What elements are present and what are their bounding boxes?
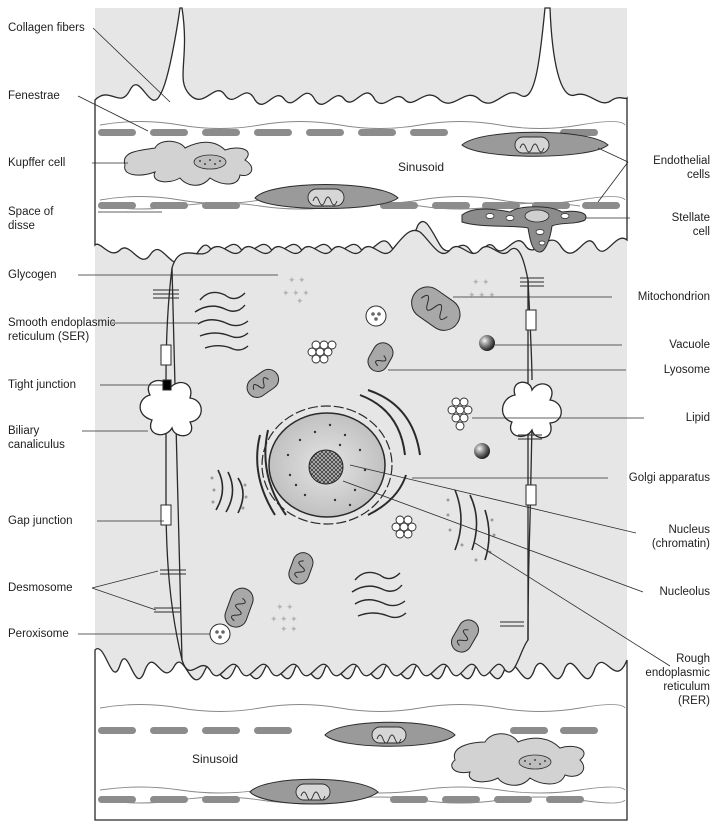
label-nucleus: Nucleus (chromatin) [652, 523, 710, 551]
svg-text:✦ ✦ ✦: ✦ ✦ ✦ [468, 290, 496, 300]
label-ser: Smooth endoplasmic reticulum (SER) [8, 316, 115, 344]
svg-text:✦: ✦ [296, 296, 304, 306]
label-rer-line3: reticulum [645, 680, 710, 694]
label-vacuole: Vacuole [669, 338, 710, 352]
label-lyosome: Lyosome [664, 363, 710, 377]
label-gap-junction: Gap junction [8, 514, 73, 528]
label-lipid: Lipid [686, 411, 710, 425]
svg-text:✦ ✦: ✦ ✦ [288, 275, 306, 285]
label-biliary-canaliculus-line1: Biliary [8, 424, 65, 438]
label-nucleus-line2: (chromatin) [652, 537, 710, 551]
label-ser-line2: reticulum (SER) [8, 330, 115, 344]
nucleolus [309, 450, 343, 484]
label-kupffer-cell: Kupffer cell [8, 156, 65, 170]
svg-text:✦ ✦ ✦: ✦ ✦ ✦ [270, 614, 298, 624]
label-glycogen: Glycogen [8, 268, 57, 282]
label-nucleus-line1: Nucleus [652, 523, 710, 537]
label-stellate-cell-line2: cell [672, 225, 710, 239]
label-tight-junction: Tight junction [8, 378, 76, 392]
label-space-of-disse: Space of disse [8, 205, 53, 233]
svg-text:✦ ✦: ✦ ✦ [276, 602, 294, 612]
label-mitochondrion: Mitochondrion [638, 290, 710, 304]
label-golgi-apparatus: Golgi apparatus [629, 471, 710, 485]
label-peroxisome: Peroxisome [8, 627, 69, 641]
label-rer-line1: Rough [645, 652, 710, 666]
label-space-of-disse-line2: disse [8, 219, 53, 233]
label-rer-line4: (RER) [645, 694, 710, 708]
label-biliary-canaliculus-line2: canaliculus [8, 438, 65, 452]
label-rer-line2: endoplasmic [645, 666, 710, 680]
label-ser-line1: Smooth endoplasmic [8, 316, 115, 330]
svg-text:✦ ✦: ✦ ✦ [280, 624, 298, 634]
label-sinusoid-bottom: Sinusoid [192, 752, 238, 766]
label-endothelial-cells-line1: Endothelial [653, 154, 710, 168]
label-space-of-disse-line1: Space of [8, 205, 53, 219]
label-nucleolus: Nucleolus [660, 585, 710, 599]
label-endothelial-cells-line2: cells [653, 168, 710, 182]
svg-text:✦ ✦: ✦ ✦ [472, 277, 490, 287]
label-biliary-canaliculus: Biliary canaliculus [8, 424, 65, 452]
label-collagen-fibers: Collagen fibers [8, 21, 85, 35]
label-desmosome: Desmosome [8, 581, 73, 595]
label-fenestrae: Fenestrae [8, 89, 60, 103]
vacuole [479, 335, 495, 351]
label-endothelial-cells: Endothelial cells [653, 154, 710, 182]
label-sinusoid-top: Sinusoid [398, 160, 444, 174]
vacuole-2 [474, 443, 490, 459]
label-stellate-cell: Stellate cell [672, 211, 710, 239]
label-stellate-cell-line1: Stellate [672, 211, 710, 225]
label-rer: Rough endoplasmic reticulum (RER) [645, 652, 710, 708]
